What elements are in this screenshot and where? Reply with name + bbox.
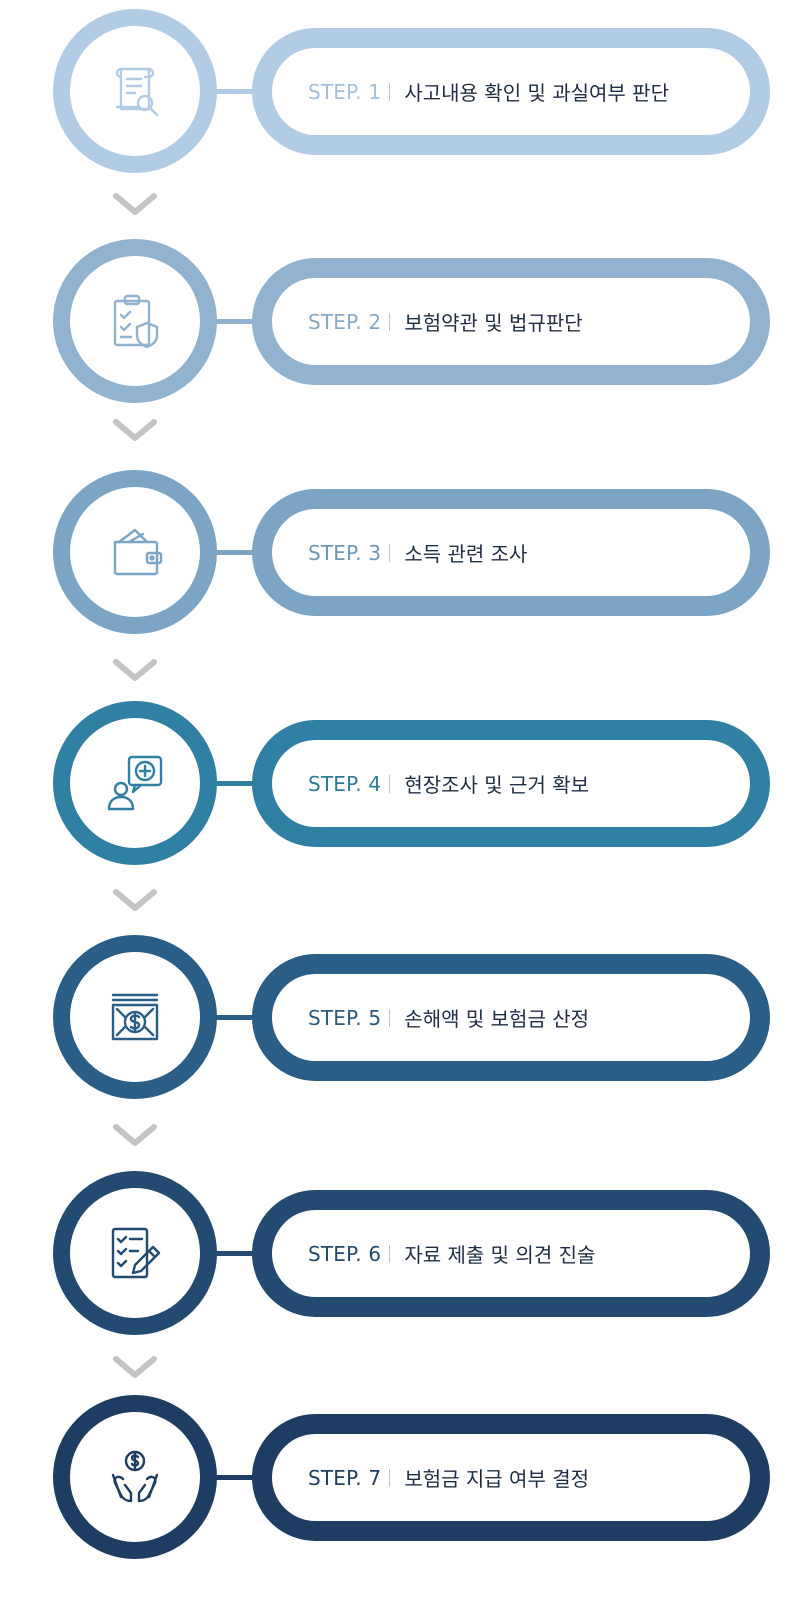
step-connector (212, 1015, 262, 1020)
step-icon-circle (53, 9, 217, 173)
money-stack-icon (111, 993, 159, 1041)
step-separator (389, 543, 391, 562)
step-label: STEP. 6 (308, 1241, 382, 1266)
chevron-down-icon (112, 1355, 158, 1381)
process-step: STEP. 3 소득 관련 조사 (0, 470, 800, 640)
clipboard-shield-icon (113, 294, 159, 349)
chevron-down-icon (112, 192, 158, 218)
step-label: STEP. 7 (308, 1465, 382, 1490)
step-pill: STEP. 5 손해액 및 보험금 산정 (252, 954, 770, 1081)
step-separator (389, 1468, 391, 1487)
step-title: 보험약관 및 법규판단 (404, 311, 583, 335)
step-pill: STEP. 1 사고내용 확인 및 과실여부 판단 (252, 28, 770, 155)
step-pill: STEP. 3 소득 관련 조사 (252, 489, 770, 616)
checklist-pen-icon (111, 1227, 161, 1279)
process-step: STEP. 5 손해액 및 보험금 산정 (0, 935, 800, 1105)
step-pill: STEP. 2 보험약관 및 법규판단 (252, 258, 770, 385)
step-icon-circle (53, 239, 217, 403)
step-pill: STEP. 7 보험금 지급 여부 결정 (252, 1414, 770, 1541)
step-separator (389, 1244, 391, 1263)
step-icon-circle (53, 935, 217, 1099)
step-icon-circle (53, 1171, 217, 1335)
chevron-down-icon (112, 658, 158, 684)
step-title: 소득 관련 조사 (404, 542, 528, 566)
chevron-down-icon (112, 1123, 158, 1149)
step-icon-circle (53, 1395, 217, 1559)
step-label: STEP. 2 (308, 309, 382, 334)
step-connector (212, 1475, 262, 1480)
step-separator (389, 1008, 391, 1027)
step-separator (389, 774, 391, 793)
step-icon-circle (53, 701, 217, 865)
step-connector (212, 781, 262, 786)
step-separator (389, 82, 391, 101)
process-step: STEP. 2 보험약관 및 법규판단 (0, 239, 800, 409)
step-title: 현장조사 및 근거 확보 (404, 773, 590, 797)
step-icon-circle (53, 470, 217, 634)
step-separator (389, 312, 391, 331)
process-step: STEP. 1 사고내용 확인 및 과실여부 판단 (0, 9, 800, 179)
hands-coin-icon (111, 1450, 159, 1503)
step-title: 사고내용 확인 및 과실여부 판단 (404, 81, 669, 105)
step-title: 손해액 및 보험금 산정 (404, 1007, 590, 1031)
step-label: STEP. 4 (308, 771, 382, 796)
process-step: STEP. 4 현장조사 및 근거 확보 (0, 701, 800, 871)
person-chat-plus-icon (107, 755, 163, 811)
process-step: STEP. 7 보험금 지급 여부 결정 (0, 1395, 800, 1565)
process-step: STEP. 6 자료 제출 및 의견 진술 (0, 1171, 800, 1341)
step-title: 보험금 지급 여부 결정 (404, 1467, 590, 1491)
step-pill: STEP. 4 현장조사 및 근거 확보 (252, 720, 770, 847)
step-connector (212, 319, 262, 324)
step-connector (212, 550, 262, 555)
step-label: STEP. 5 (308, 1005, 382, 1030)
step-label: STEP. 3 (308, 540, 382, 565)
step-label: STEP. 1 (308, 79, 382, 104)
step-connector (212, 89, 262, 94)
step-pill: STEP. 6 자료 제출 및 의견 진술 (252, 1190, 770, 1317)
document-search-icon (115, 67, 159, 117)
chevron-down-icon (112, 418, 158, 444)
wallet-icon (113, 528, 163, 576)
step-title: 자료 제출 및 의견 진술 (404, 1243, 596, 1267)
step-connector (212, 1251, 262, 1256)
chevron-down-icon (112, 888, 158, 914)
